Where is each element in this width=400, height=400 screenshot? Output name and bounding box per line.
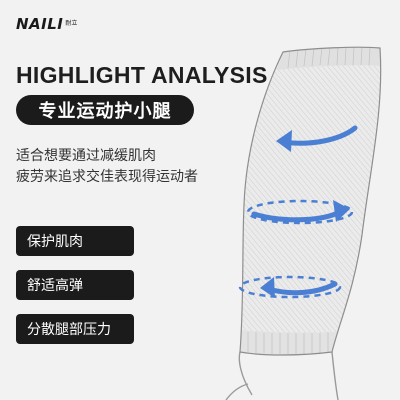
leg-outline	[238, 351, 339, 400]
brand-chinese: 耐立	[65, 20, 78, 27]
headline: HIGHLIGHT ANALYSIS	[16, 62, 268, 88]
description: 适合想要通过减缓肌肉 疲劳来追求交佳表现得运动者	[16, 146, 198, 188]
description-line: 疲劳来追求交佳表现得运动者	[16, 169, 198, 185]
compression-arrow-middle	[246, 199, 354, 225]
feature-disperse-pressure: 分散腿部压力	[16, 314, 134, 344]
compression-arrow-top	[276, 125, 358, 152]
compression-arrow-bottom	[238, 275, 342, 299]
feature-comfort-elastic: 舒适高弹	[16, 270, 134, 300]
foot-outline	[225, 383, 249, 400]
feature-protect-muscle: 保护肌肉	[16, 226, 134, 256]
sleeve-outline	[239, 46, 382, 356]
description-line: 适合想要通过减缓肌肉	[16, 148, 156, 164]
brand-name: NAILI	[16, 15, 64, 33]
title-pill: 专业运动护小腿	[16, 95, 194, 125]
brand-logo: NAILI 耐立	[16, 15, 77, 33]
